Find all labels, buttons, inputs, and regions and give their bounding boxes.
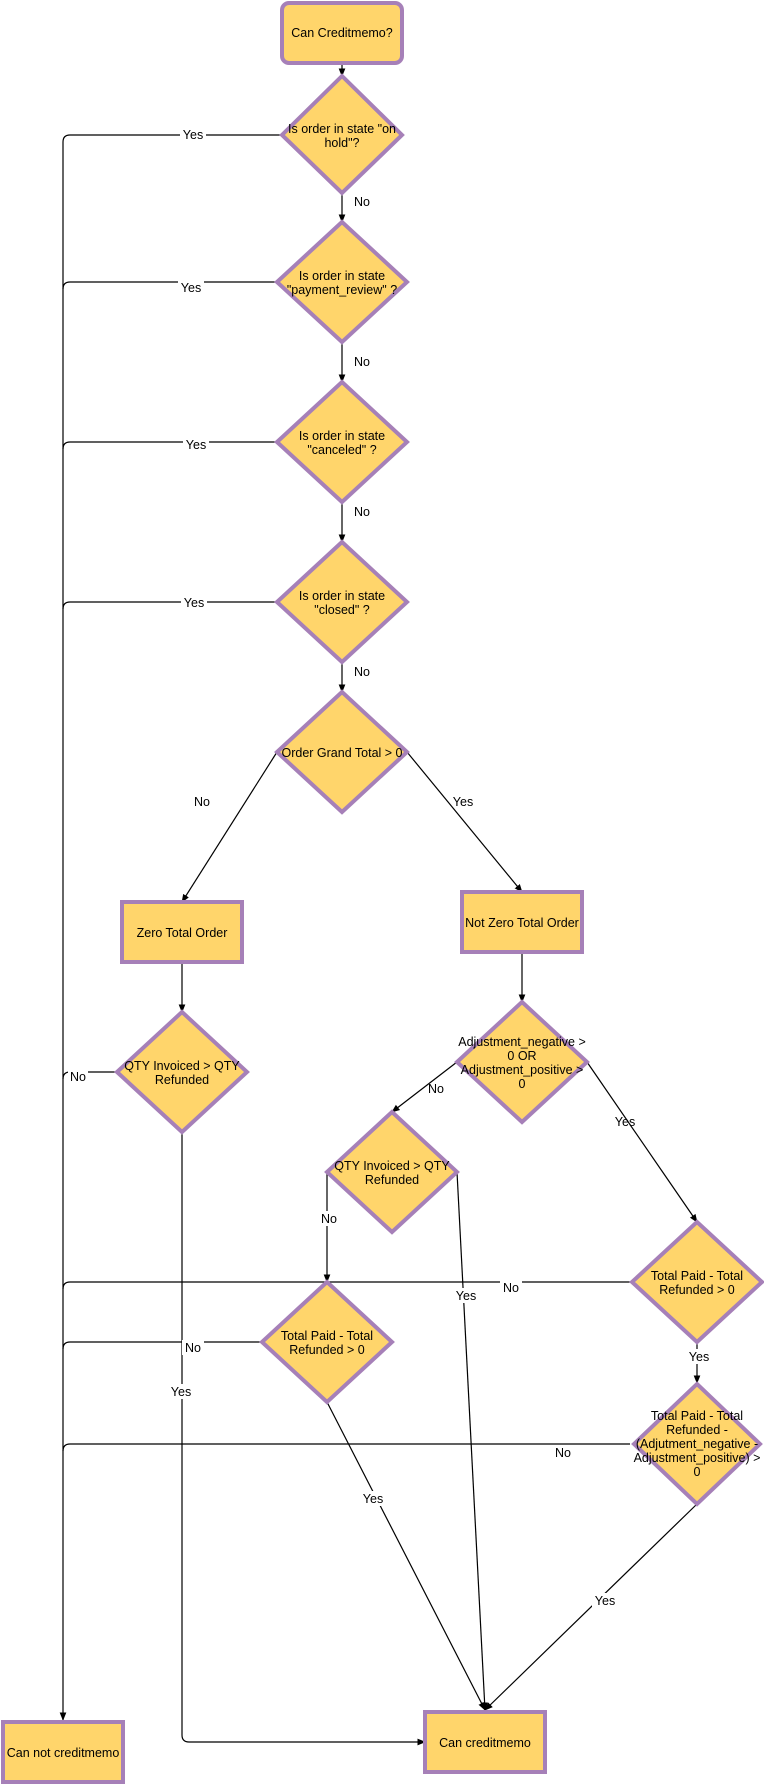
svg-text:Can creditmemo: Can creditmemo xyxy=(439,1736,531,1750)
node-paidmid-line2: Refunded > 0 xyxy=(289,1343,364,1357)
label-paidmid-no: No xyxy=(185,1341,201,1355)
node-canceled-line2: "canceled" ? xyxy=(307,443,376,457)
node-paidright-line1: Total Paid - Total xyxy=(651,1269,743,1283)
label-onhold-yes: Yes xyxy=(183,128,203,142)
node-closed-line2: "closed" ? xyxy=(314,603,369,617)
node-paidadj-line2: Refunded - xyxy=(666,1423,728,1437)
label-qtymid-yes: Yes xyxy=(456,1289,476,1303)
node-paidmid-line1: Total Paid - Total xyxy=(281,1329,373,1343)
edge-qtyzero-yes xyxy=(181,1132,426,1746)
node-closed: Is order in state "closed" ? xyxy=(274,539,410,665)
edge-adjustment-no xyxy=(391,1061,458,1113)
edge-labels: Yes No Yes No Yes No Yes No No Yes No Ye… xyxy=(68,127,712,1608)
label-paidmid-yes: Yes xyxy=(363,1492,383,1506)
node-paidadj-line3: (Adjutment_negative - xyxy=(636,1437,758,1451)
node-paidright: Total Paid - Total Refunded > 0 xyxy=(629,1219,764,1345)
node-paidmid: Total Paid - Total Refunded > 0 xyxy=(259,1279,395,1405)
label-paidadj-no: No xyxy=(555,1446,571,1460)
node-qtyzero-line1: QTY Invoiced > QTY xyxy=(124,1059,240,1073)
node-onhold-line2: hold"? xyxy=(324,136,359,150)
label-paidright-no: No xyxy=(503,1281,519,1295)
edge-closed-yes xyxy=(62,601,277,610)
node-qtymid-line1: QTY Invoiced > QTY xyxy=(334,1159,450,1173)
svg-text:Not Zero Total Order: Not Zero Total Order xyxy=(465,916,579,930)
node-adjustment-line1: Adjustment_negative > xyxy=(458,1035,586,1049)
label-closed-no: No xyxy=(354,665,370,679)
node-grandtotal: Order Grand Total > 0 xyxy=(274,689,410,815)
edge-paidadj-yes xyxy=(484,1503,698,1711)
node-adjustment-line2: 0 OR xyxy=(507,1049,536,1063)
edges xyxy=(59,63,701,1746)
edge-grandtotal-yes xyxy=(406,751,523,893)
edge-adjustment-yes xyxy=(586,1061,698,1223)
edge-paidright-no xyxy=(62,1281,630,1290)
node-payreview-line2: "payment_review" ? xyxy=(287,283,397,297)
node-can: Can creditmemo xyxy=(423,1710,547,1774)
edge-paidadj-no xyxy=(62,1443,630,1452)
node-adjustment-line3: Adjustment_positive > xyxy=(461,1063,584,1077)
edge-canceled-yes xyxy=(62,441,277,450)
edge-paidmid-no xyxy=(62,1341,262,1350)
node-paidright-line2: Refunded > 0 xyxy=(659,1283,734,1297)
node-adjustment: Adjustment_negative > 0 OR Adjustment_po… xyxy=(454,999,590,1125)
node-paidadj: Total Paid - Total Refunded - (Adjutment… xyxy=(631,1381,763,1507)
edge-grandtotal-no xyxy=(181,751,278,903)
node-payreview-line1: Is order in state xyxy=(299,269,385,283)
label-adjustment-yes: Yes xyxy=(615,1115,635,1129)
label-grandtotal-yes: Yes xyxy=(453,795,473,809)
label-paidright-yes: Yes xyxy=(689,1350,709,1364)
label-onhold-no: No xyxy=(354,195,370,209)
label-qtyzero-yes: Yes xyxy=(171,1385,191,1399)
label-grandtotal-no: No xyxy=(194,795,210,809)
node-qtymid-line2: Refunded xyxy=(365,1173,419,1187)
node-qtyzero-line2: Refunded xyxy=(155,1073,209,1087)
edge-onhold-yes xyxy=(59,134,282,1721)
label-canceled-yes: Yes xyxy=(186,438,206,452)
label-closed-yes: Yes xyxy=(184,596,204,610)
svg-text:Can Creditmemo?: Can Creditmemo? xyxy=(291,26,392,40)
node-payreview: Is order in state "payment_review" ? xyxy=(274,219,410,345)
node-notzerototal: Not Zero Total Order xyxy=(460,890,584,954)
node-onhold-line1: Is order in state "on xyxy=(288,122,396,136)
label-qtyzero-no: No xyxy=(70,1070,86,1084)
node-canceled-line1: Is order in state xyxy=(299,429,385,443)
edge-payreview-yes xyxy=(62,281,277,290)
svg-text:Zero Total Order: Zero Total Order xyxy=(137,926,228,940)
label-payreview-yes: Yes xyxy=(181,281,201,295)
node-paidadj-line1: Total Paid - Total xyxy=(651,1409,743,1423)
node-cannot: Can not creditmemo xyxy=(1,1720,125,1784)
label-paidadj-yes: Yes xyxy=(595,1594,615,1608)
node-canceled: Is order in state "canceled" ? xyxy=(274,379,410,505)
node-start: Can Creditmemo? xyxy=(280,1,404,65)
node-onhold: Is order in state "on hold"? xyxy=(279,73,405,196)
svg-text:Order Grand Total > 0: Order Grand Total > 0 xyxy=(281,746,402,760)
label-canceled-no: No xyxy=(354,505,370,519)
edge-qtymid-yes xyxy=(456,1171,488,1711)
node-paidadj-line4: Adjustment_positive) > xyxy=(634,1451,761,1465)
edge-paidmid-yes xyxy=(326,1401,486,1711)
node-qtyzero: QTY Invoiced > QTY Refunded xyxy=(114,1009,250,1135)
node-adjustment-line4: 0 xyxy=(519,1077,526,1091)
svg-text:Can not creditmemo: Can not creditmemo xyxy=(7,1746,120,1760)
label-qtymid-no: No xyxy=(321,1212,337,1226)
label-adjustment-no: No xyxy=(428,1082,444,1096)
node-paidadj-line5: 0 xyxy=(694,1465,701,1479)
node-closed-line1: Is order in state xyxy=(299,589,385,603)
label-payreview-no: No xyxy=(354,355,370,369)
node-zerototal: Zero Total Order xyxy=(120,900,244,964)
node-qtymid: QTY Invoiced > QTY Refunded xyxy=(324,1109,460,1235)
